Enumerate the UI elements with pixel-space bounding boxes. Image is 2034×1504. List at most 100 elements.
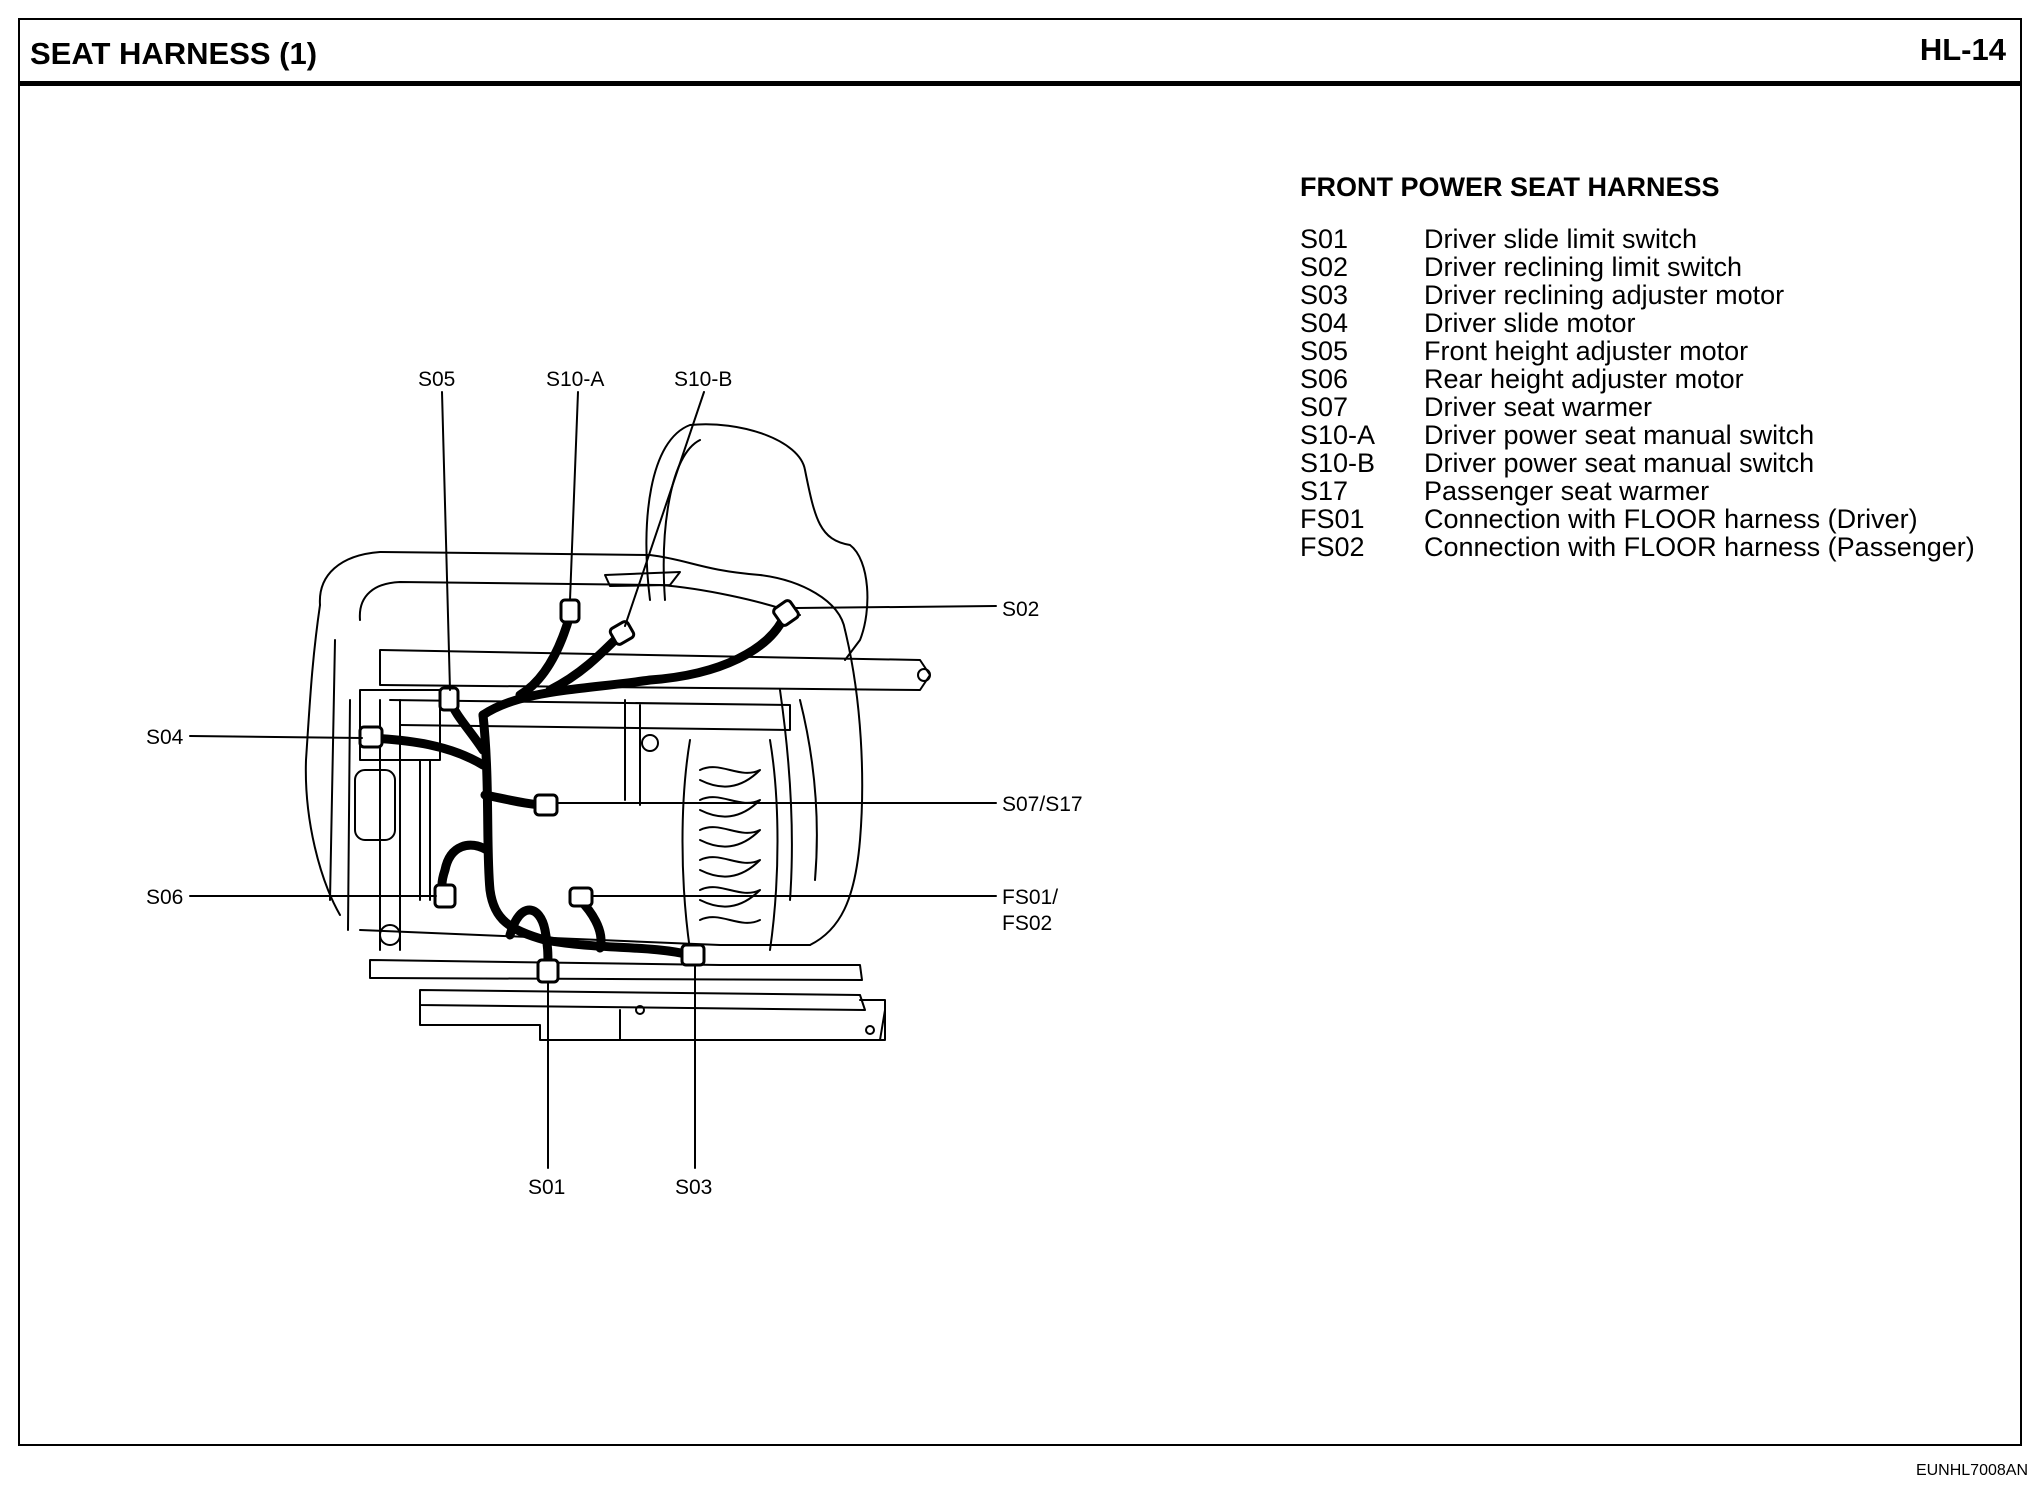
figure-code: EUNHL7008AN xyxy=(1915,1462,2028,1479)
connector-s06 xyxy=(433,883,457,909)
callout-s04: S04 xyxy=(146,726,184,749)
frame-upright xyxy=(624,699,641,806)
seat-cushion-right-inner xyxy=(779,689,818,901)
upper-rail xyxy=(379,649,931,691)
slide-rail-upper xyxy=(369,959,863,981)
leader-s10a xyxy=(569,391,579,601)
legend-code: S01 xyxy=(1300,224,1349,254)
harness-branch-s10a xyxy=(515,610,575,700)
connector-s02 xyxy=(772,599,800,627)
legend-item: S05 Front height adjuster motor xyxy=(1300,337,2020,365)
harness-trunk xyxy=(478,710,695,960)
legend-description: Connection with FLOOR harness (Driver) xyxy=(1424,504,1918,534)
callout-s02: S02 xyxy=(1002,598,1039,621)
legend-code: S07 xyxy=(1300,392,1349,422)
legend-item: FS01 Connection with FLOOR harness (Driv… xyxy=(1300,505,2020,533)
callout-s10a: S10-A xyxy=(546,368,604,391)
harness-branch-s01 xyxy=(505,905,553,970)
seat-drawing xyxy=(304,423,931,1041)
legend-item: S10-B Driver power seat manual switch xyxy=(1300,449,2020,477)
legend-code: S10-A xyxy=(1300,420,1376,450)
legend-description: Rear height adjuster motor xyxy=(1424,364,1744,394)
callout-s06: S06 xyxy=(146,886,183,909)
legend-item: S01 Driver slide limit switch xyxy=(1300,225,2020,253)
callout-fs01: FS01/ xyxy=(1002,886,1058,909)
seat-cushion-bottom xyxy=(359,929,811,946)
callout-s10b: S10-B xyxy=(674,368,732,391)
legend-code: S02 xyxy=(1300,252,1349,282)
rail-end xyxy=(859,999,886,1041)
header-bar: SEAT HARNESS (1) HL-14 xyxy=(20,20,2020,86)
legend-item: FS02 Connection with FLOOR harness (Pass… xyxy=(1300,533,2020,561)
legend-description: Passenger seat warmer xyxy=(1424,476,1710,506)
legend-description: Driver power seat manual switch xyxy=(1424,448,1815,478)
seat-back-outline xyxy=(645,423,869,661)
legend-code: S03 xyxy=(1300,280,1349,310)
legend-code: S05 xyxy=(1300,336,1349,366)
legend: FRONT POWER SEAT HARNESS S01 Driver slid… xyxy=(1300,172,2020,561)
upper-rail-lower xyxy=(389,699,791,731)
callout-s05: S05 xyxy=(418,368,455,391)
connector-s01 xyxy=(536,958,560,984)
callout-s01: S01 xyxy=(528,1176,565,1199)
legend-description: Driver reclining adjuster motor xyxy=(1424,280,1785,310)
connector-s10b xyxy=(608,620,636,646)
leader-s10b xyxy=(624,391,705,627)
wiring-harness xyxy=(365,610,790,970)
frame-hole xyxy=(641,734,659,752)
leader-s02 xyxy=(795,605,997,609)
spring xyxy=(419,759,431,901)
connector-s03 xyxy=(680,943,706,967)
legend-item: S02 Driver reclining limit switch xyxy=(1300,253,2020,281)
legend-description: Connection with FLOOR harness (Passenger… xyxy=(1424,532,1975,562)
leader-s05 xyxy=(441,391,451,691)
connector-fs01-fs02 xyxy=(568,886,594,908)
page-frame: SEAT HARNESS (1) HL-14 xyxy=(18,18,2022,1446)
legend-description: Front height adjuster motor xyxy=(1424,336,1749,366)
legend-item: S07 Driver seat warmer xyxy=(1300,393,2020,421)
callout-s07-s17: S07/S17 xyxy=(1002,793,1083,816)
legend-code: FS02 xyxy=(1300,532,1365,562)
legend-description: Driver slide motor xyxy=(1424,308,1636,338)
legend-code: S04 xyxy=(1300,308,1349,338)
legend-description: Driver reclining limit switch xyxy=(1424,252,1743,282)
legend-code: S06 xyxy=(1300,364,1349,394)
legend-code: S17 xyxy=(1300,476,1349,506)
rail-hole xyxy=(635,1005,645,1015)
legend-title: FRONT POWER SEAT HARNESS xyxy=(1300,172,1720,202)
legend-code: FS01 xyxy=(1300,504,1365,534)
seat-cushion-right xyxy=(809,629,864,946)
slide-rail-lower xyxy=(419,989,866,1011)
seat-cushion-left-inner xyxy=(329,639,351,931)
leader-s04 xyxy=(189,735,363,739)
slide-rail-bottom xyxy=(419,1004,886,1041)
rail-bolt xyxy=(917,668,931,682)
callout-s03: S03 xyxy=(675,1176,712,1199)
legend-description: Driver slide limit switch xyxy=(1424,224,1698,254)
seat-cushion-seam xyxy=(604,571,681,587)
legend-description: Driver seat warmer xyxy=(1424,392,1653,422)
harness-branch-s02 xyxy=(478,610,790,720)
page-number: HL-14 xyxy=(1919,32,2006,67)
page-title: SEAT HARNESS (1) xyxy=(30,36,318,71)
spring-coils xyxy=(681,739,779,951)
connectors xyxy=(358,598,800,984)
legend-item: S10-A Driver power seat manual switch xyxy=(1300,421,2020,449)
connector-s07-s17 xyxy=(533,793,559,817)
connector-s04 xyxy=(358,725,384,749)
rail-end-hole xyxy=(865,1025,875,1035)
legend-item: S03 Driver reclining adjuster motor xyxy=(1300,281,2020,309)
connector-s05 xyxy=(438,686,460,712)
legend-description: Driver power seat manual switch xyxy=(1424,420,1815,450)
callout-fs02: FS02 xyxy=(1002,912,1052,935)
legend-item: S06 Rear height adjuster motor xyxy=(1300,365,2020,393)
seat-cushion-left xyxy=(304,604,341,916)
pivot xyxy=(379,924,401,946)
seat-back-inner xyxy=(662,439,701,601)
legend-code: S10-B xyxy=(1300,448,1376,478)
connector-s10a xyxy=(559,598,581,624)
height-motor-body xyxy=(354,769,396,841)
legend-item: S04 Driver slide motor xyxy=(1300,309,2020,337)
seat-cushion-top xyxy=(318,551,846,631)
